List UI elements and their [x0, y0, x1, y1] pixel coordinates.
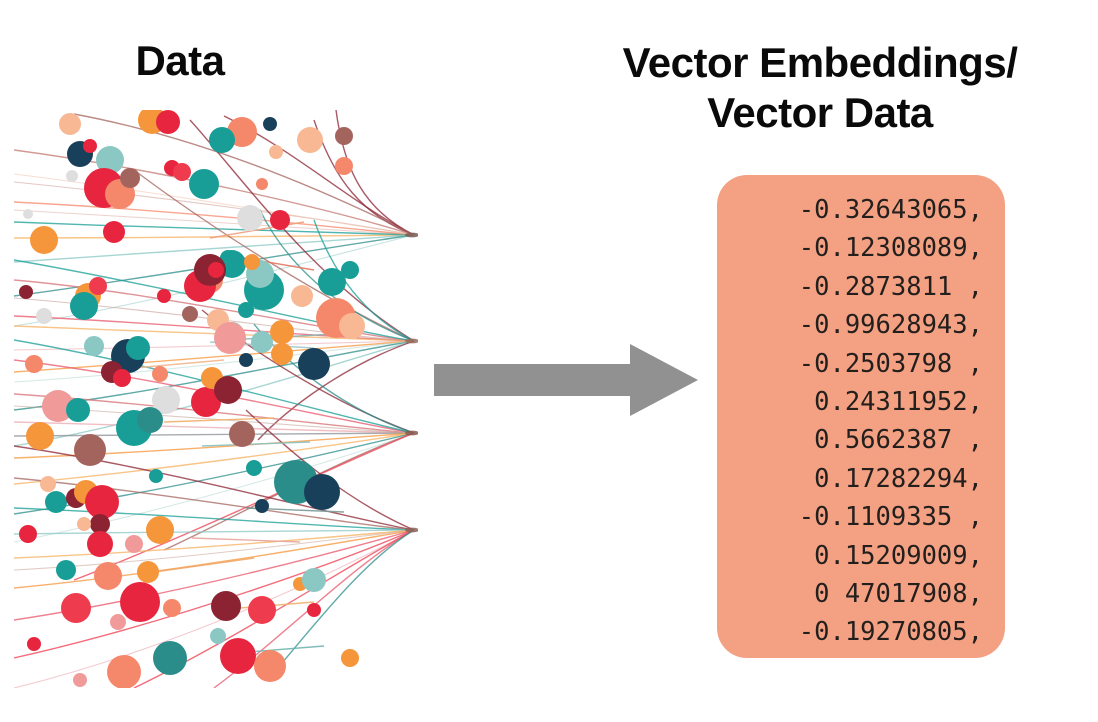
scatter-dots	[19, 110, 365, 688]
vector-value-row: 0.15209009,	[798, 540, 983, 571]
vector-value-row: -0.12308089,	[798, 233, 983, 264]
vector-embedding-panel: -0.32643065, -0.12308089, -0.2873811 , -…	[717, 175, 1005, 658]
page-title-vector-embeddings: Vector Embeddings/ Vector Data	[622, 39, 1018, 136]
vector-value-row: 0.5662387 ,	[798, 425, 983, 456]
vector-value-row: -0.1109335 ,	[798, 502, 983, 533]
vector-value-row: -0.32643065,	[798, 195, 983, 225]
arrow-shape	[434, 344, 698, 416]
page-title-data: Data	[135, 37, 225, 84]
scatter-dots-and-curves-svg: .c-red{fill:#e8253e}.c-crim{fill:#ef3b4e…	[14, 110, 418, 688]
transformation-arrow	[434, 344, 698, 416]
vector-value-row: 0 47017908,	[798, 579, 983, 610]
vector-value-row: 0.24311952,	[798, 387, 983, 418]
convergence-nodes	[405, 232, 418, 533]
vector-value-row: -0.19270805,	[798, 617, 983, 648]
vector-value-row: -0.99628943,	[798, 310, 983, 341]
vector-value-row: 0.17282294,	[798, 463, 983, 494]
curve-bundle-node-d	[14, 409, 415, 688]
data-scatter-graphic: .c-red{fill:#e8253e}.c-crim{fill:#ef3b4e…	[14, 110, 418, 688]
vector-value-row: -0.2503798 ,	[798, 348, 983, 379]
vector-value-row: -0.2873811 ,	[798, 271, 983, 302]
